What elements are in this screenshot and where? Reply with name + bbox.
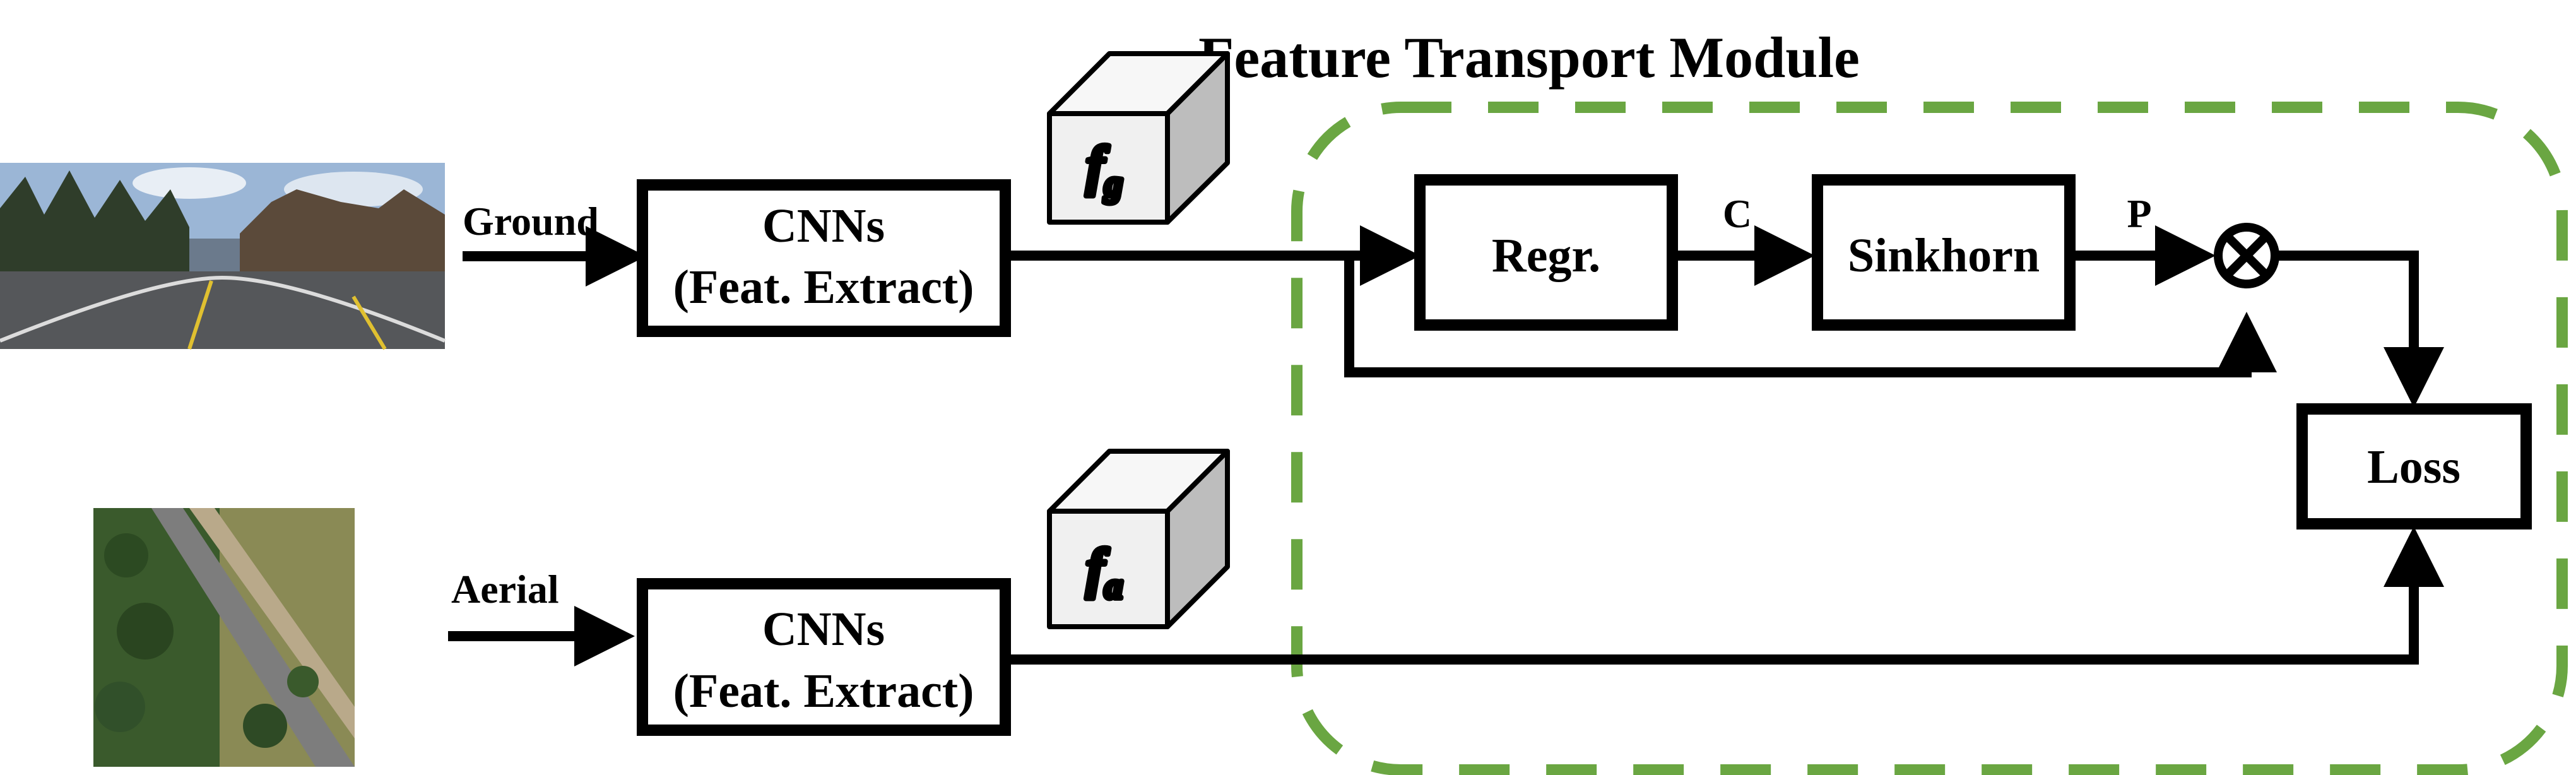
ground-feature-symbol: fg <box>1086 136 1123 204</box>
aerial-image <box>93 508 355 767</box>
ground-cnn-label-line2: (Feat. Extract) <box>673 261 974 314</box>
aerial-cnn-label-line2: (Feat. Extract) <box>673 665 974 718</box>
aerial-cnn-label-line1: CNNs <box>762 603 885 656</box>
ground-panorama-image <box>0 163 446 350</box>
cost-label: C <box>1723 191 1752 236</box>
circle-times-icon <box>2214 223 2279 288</box>
regr-label: Regr. <box>1492 229 1600 282</box>
ground-feature-cube: fg <box>1047 51 1230 225</box>
regr-box: Regr. <box>1414 174 1678 331</box>
loss-label: Loss <box>2367 441 2461 494</box>
aerial-cnn-box: CNNs (Feat. Extract) <box>637 578 1011 736</box>
ground-label: Ground <box>463 199 599 244</box>
module-title: Feature Transport Module <box>1198 25 1860 90</box>
loss-box: Loss <box>2296 403 2532 529</box>
plan-label: P <box>2127 191 2151 236</box>
aerial-feature-cube: fa <box>1047 449 1230 629</box>
transport-output-line <box>2275 251 2444 408</box>
ground-cnn-box: CNNs (Feat. Extract) <box>637 179 1011 337</box>
aerial-feature-symbol: fa <box>1086 538 1123 606</box>
sinkhorn-label: Sinkhorn <box>1848 229 2040 282</box>
module-border <box>1291 102 2568 775</box>
ground-cnn-label-line1: CNNs <box>762 199 885 252</box>
aerial-label: Aerial <box>451 567 559 612</box>
sinkhorn-box: Sinkhorn <box>1812 174 2076 331</box>
skip-connection-line <box>1344 256 2277 377</box>
aerial-feature-line <box>1005 526 2444 665</box>
